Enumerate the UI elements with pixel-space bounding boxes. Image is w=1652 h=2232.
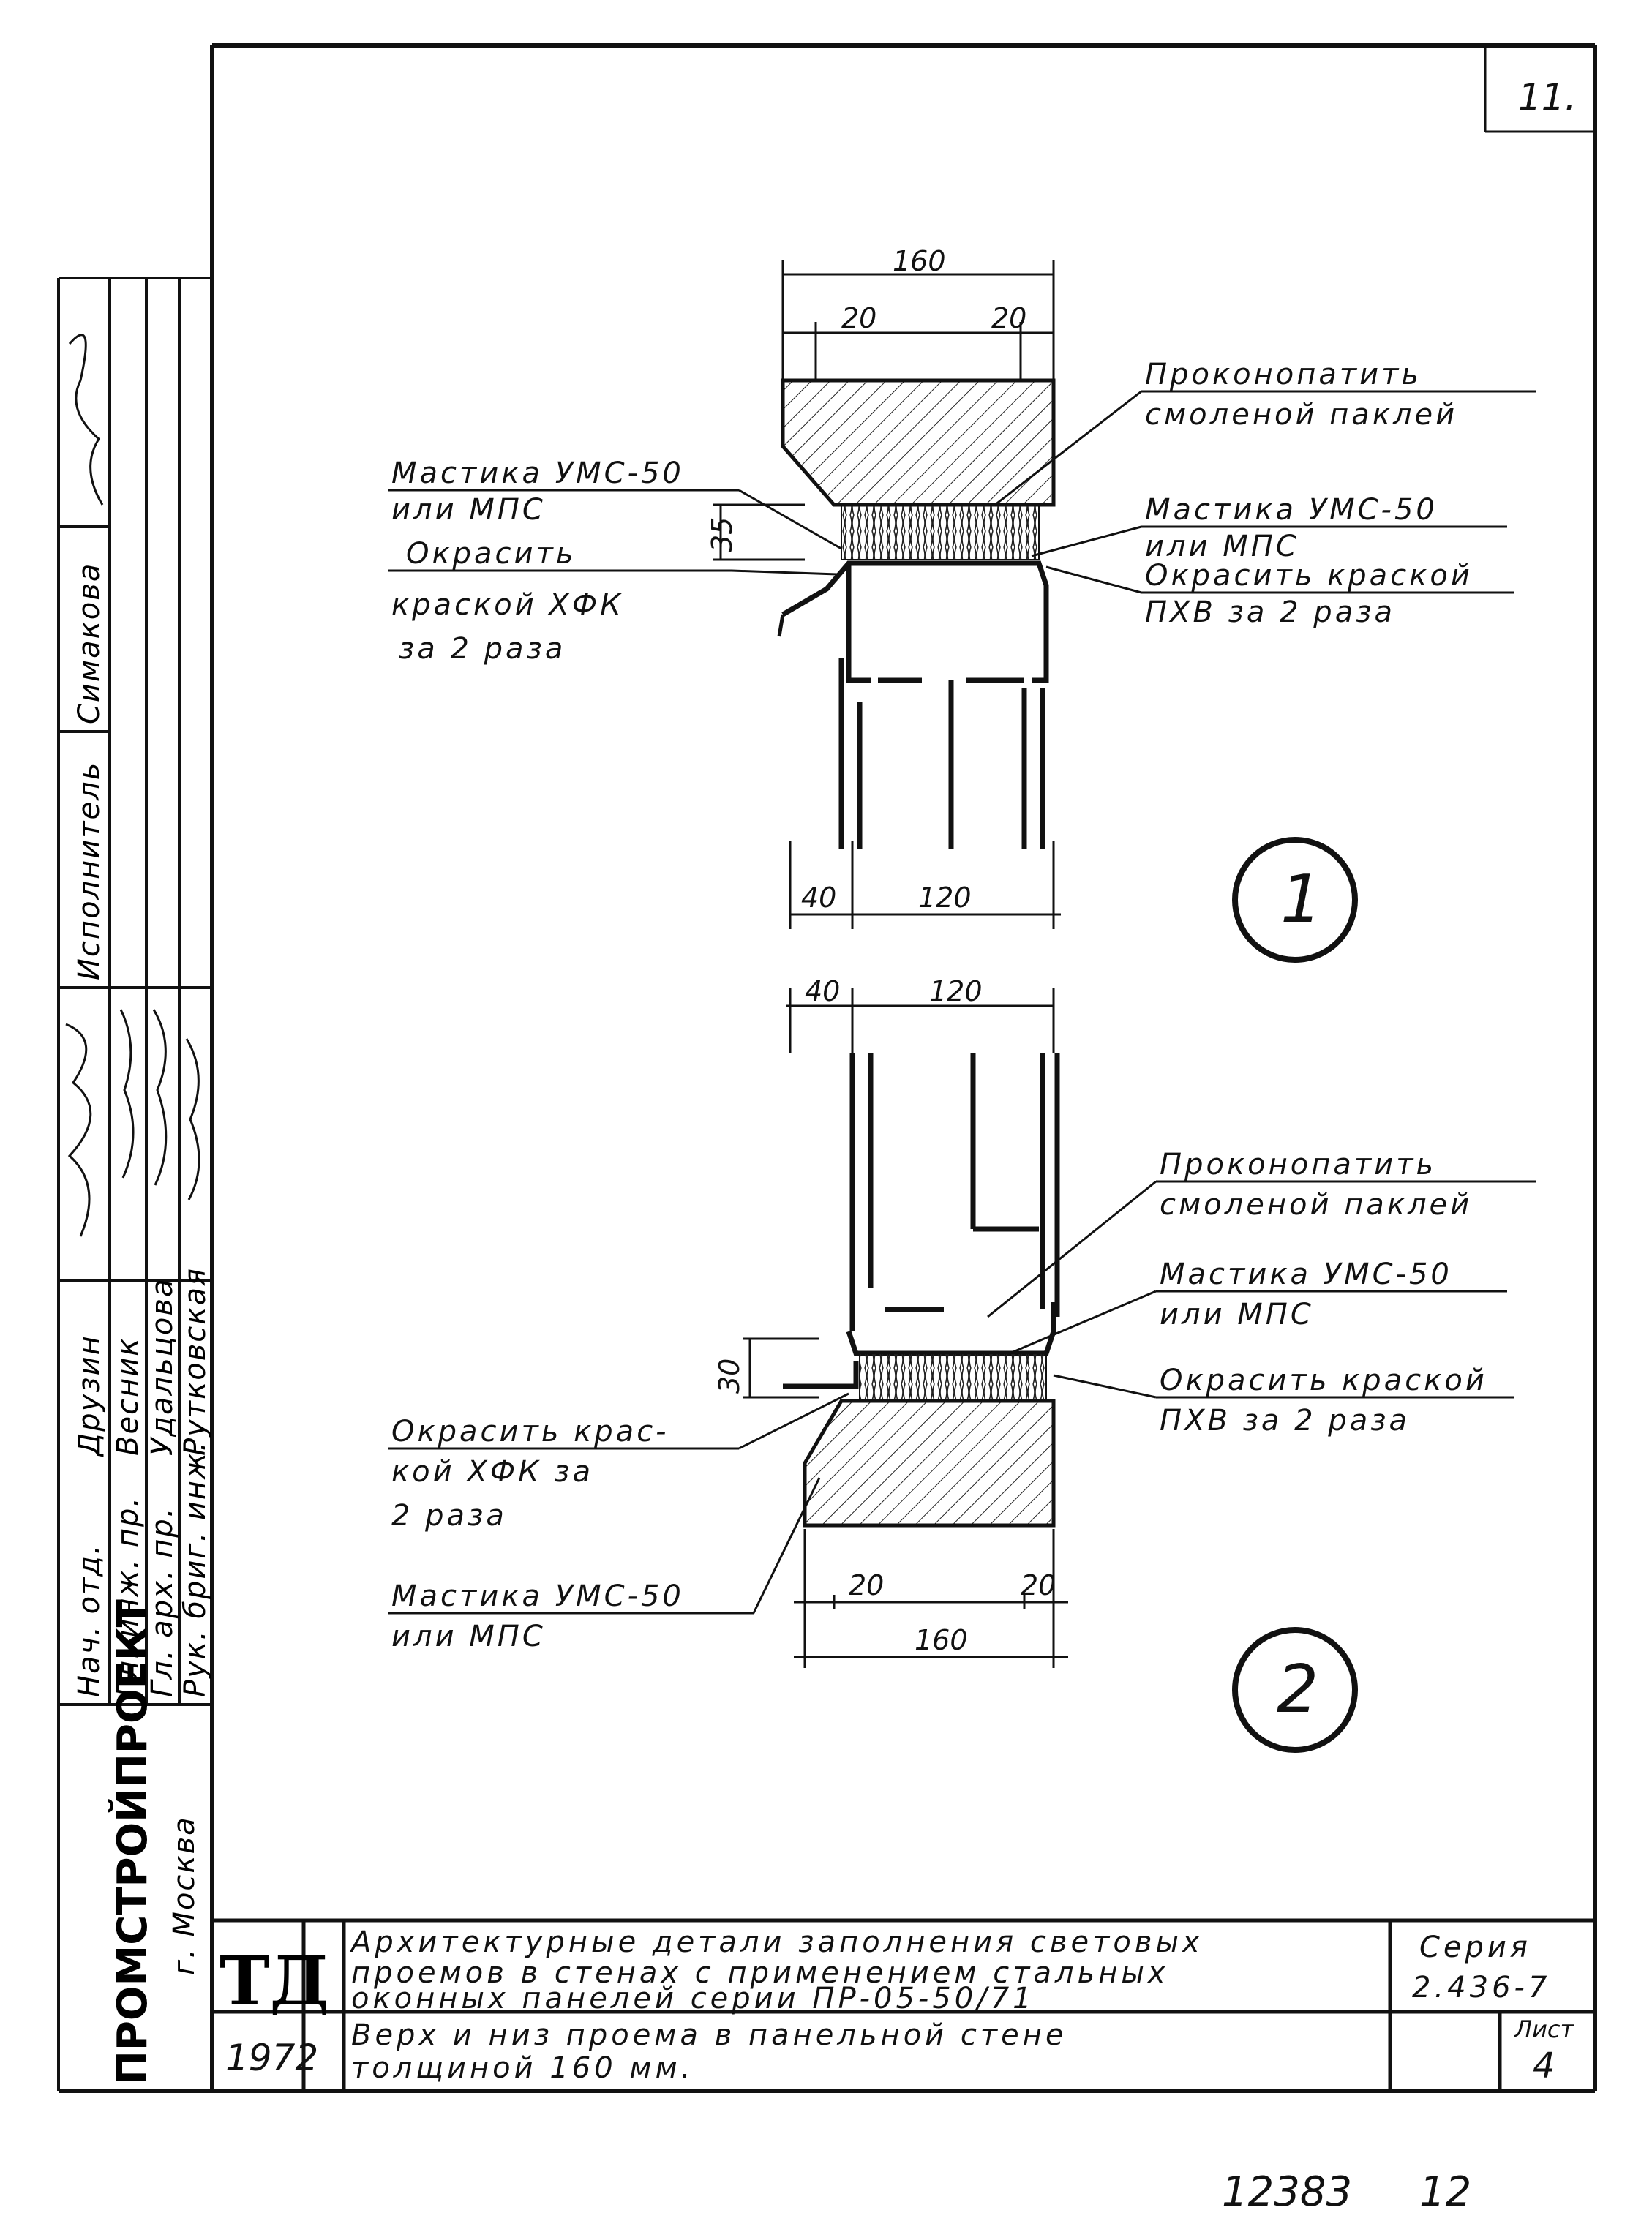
detail-2-dimensions (743, 988, 1068, 1668)
title-block-subtitle: Верх и низ проема в панельной стене толщ… (351, 2018, 1067, 2085)
detail-1-leaders (388, 390, 1536, 594)
left-stamp (57, 277, 212, 2091)
detail-2-wall-panel (803, 1399, 1056, 1528)
title-block (212, 1918, 1595, 2091)
detail-1-wall-panel (781, 378, 1056, 507)
detail-1: 160 20 20 35 40 120 (388, 245, 1536, 963)
series-label: Серия (1419, 1931, 1531, 1964)
detail-2-mastic-right-line2: или МПС (1160, 1298, 1314, 1331)
sheet-corner-number: 11. (1518, 76, 1577, 119)
inventory-suffix: 12 (1419, 2168, 1471, 2216)
executor-name: Симакова (72, 563, 106, 724)
detail-2-leaders (388, 1180, 1536, 1615)
detail-1-dim-total: 160 (893, 245, 946, 277)
detail-2-mastic-left-line1: Мастика УМС-50 (391, 1579, 684, 1613)
detail-2-dim-total: 160 (915, 1624, 968, 1656)
svg-text:Нач. отд.: Нач. отд. (72, 1544, 106, 1697)
svg-text:Удальцова: Удальцова (146, 1278, 179, 1456)
svg-text:Верх и низ проема в панельной: Верх и низ проема в панельной стене (351, 2018, 1067, 2052)
detail-2-oakum (859, 1353, 1047, 1402)
svg-text:Рук. бриг. инж.: Рук. бриг. инж. (179, 1440, 212, 1697)
detail-2-dim-left-face: 20 (849, 1569, 884, 1601)
sheet-value: 4 (1533, 2045, 1555, 2086)
signoff-roles: Нач. отд. Гл. инж. пр. Гл. арх. пр. Рук.… (72, 1440, 212, 1697)
svg-text:Весник: Весник (111, 1337, 145, 1456)
detail-1-paint-left-line2: краской ХФК (391, 588, 624, 622)
sheet-label: Лист (1514, 2015, 1574, 2043)
svg-text:оконных панелей серии ПР-05-50: оконных панелей серии ПР-05-50/71 (351, 1982, 1035, 2015)
detail-1-paint-left-line1: Окрасить (406, 537, 576, 571)
svg-text:Гл. инж. пр.: Гл. инж. пр. (111, 1496, 145, 1697)
detail-1-number-circle (1232, 837, 1358, 963)
detail-2-paint-left-line1: Окрасить крас- (391, 1415, 669, 1448)
detail-2-number-circle (1232, 1627, 1358, 1753)
svg-text:г. Москва: г. Москва (168, 1816, 201, 1975)
detail-1-steel-frame (777, 560, 1049, 849)
title-block-title: Архитектурные детали заполнения световых… (349, 1925, 1204, 2015)
svg-text:Рутковская: Рутковская (179, 1267, 212, 1456)
detail-1-number: 1 (1280, 861, 1322, 938)
detail-1-mastic-right-line1: Мастика УМС-50 (1145, 493, 1438, 527)
detail-1-dim-frame: 40 (801, 882, 836, 914)
detail-1-oakum (841, 504, 1040, 560)
signature-marks (65, 334, 200, 1237)
svg-text:Друзин: Друзин (72, 1334, 106, 1457)
detail-1-dim-right-face: 20 (991, 302, 1026, 334)
detail-2-number: 2 (1277, 1651, 1318, 1728)
detail-2-paint-right-line1: Окрасить краской (1160, 1364, 1487, 1397)
organization-name: ПРОМСТРОЙПРОЕКТ г. Москва (108, 1599, 201, 2085)
svg-text:Архитектурные детали заполнени: Архитектурные детали заполнения световых (349, 1925, 1204, 1959)
svg-text:Гл. арх. пр.: Гл. арх. пр. (146, 1506, 179, 1697)
svg-text:проемов в стенах с применением: проемов в стенах с применением стальных (351, 1956, 1169, 1990)
detail-1-caulk-line1: Проконопатить (1145, 358, 1422, 391)
detail-1-caulk-line2: смоленой паклей (1145, 398, 1457, 432)
svg-text:толщиной 160 мм.: толщиной 160 мм. (351, 2051, 694, 2085)
title-block-year: 1972 (225, 2037, 318, 2079)
detail-2-mastic-left-line2: или МПС (391, 1620, 546, 1653)
detail-1-paint-right-line2: ПХВ за 2 раза (1145, 595, 1395, 629)
detail-2-paint-left-line2: кой ХФК за (391, 1455, 593, 1489)
inventory-number: 12383 (1222, 2168, 1352, 2216)
series-value: 2.436-7 (1412, 1971, 1550, 2004)
detail-1-dimensions (713, 260, 1061, 929)
sheet-frame (59, 43, 1597, 2093)
detail-2-mastic-right-line1: Мастика УМС-50 (1160, 1258, 1452, 1291)
title-block-mark: ТД (219, 1942, 329, 2021)
detail-1-dim-glass: 120 (918, 882, 972, 914)
detail-1-paint-left-line3: за 2 раза (399, 632, 566, 666)
detail-2-paint-left-line3: 2 раза (391, 1499, 507, 1533)
detail-1-mastic-right-line2: или МПС (1145, 530, 1299, 563)
svg-text:ПРОМСТРОЙПРОЕКТ: ПРОМСТРОЙПРОЕКТ (108, 1599, 157, 2085)
signoff-names: Друзин Весник Удальцова Рутковская (72, 1267, 212, 1457)
detail-2-steel-frame (783, 1053, 1060, 1389)
detail-1-dim-left-face: 20 (841, 302, 876, 334)
detail-2-paint-right-line2: ПХВ за 2 раза (1160, 1404, 1410, 1438)
detail-1-mastic-left-line2: или МПС (391, 493, 546, 527)
detail-2-caulk-line2: смоленой паклей (1160, 1188, 1472, 1222)
detail-2-dim-right-face: 20 (1021, 1569, 1056, 1601)
detail-1-mastic-left-line1: Мастика УМС-50 (391, 456, 684, 490)
detail-1-dim-gap: 35 (706, 517, 738, 552)
detail-1-paint-right-line1: Окрасить краской (1145, 559, 1473, 593)
detail-2-dim-glass: 120 (929, 975, 983, 1007)
detail-2: 40 120 30 20 20 160 (388, 975, 1536, 1753)
detail-2-dim-gap: 30 (713, 1359, 746, 1394)
executor-label: Исполнитель (72, 762, 106, 980)
detail-2-dim-frame: 40 (805, 975, 840, 1007)
detail-2-caulk-line1: Проконопатить (1160, 1148, 1436, 1181)
